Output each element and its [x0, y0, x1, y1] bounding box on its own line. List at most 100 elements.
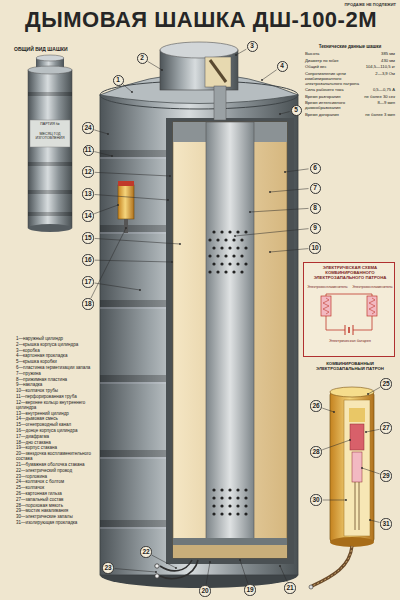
legend-item: 16—донце корпуса цилиндра — [16, 428, 96, 433]
legend-item: 26—картонная гильза — [16, 491, 96, 496]
table-cell: не более 30 сек — [361, 94, 395, 99]
leader-dot — [361, 467, 363, 469]
table-heading: Технические данные шашки — [305, 44, 395, 49]
leader-dot — [333, 411, 335, 413]
leader-dot — [365, 431, 367, 433]
leader-dot — [235, 54, 237, 56]
leader-dot — [279, 113, 281, 115]
table-cell: Сила рабочего тока — [305, 87, 360, 92]
legend-item: 29—мостик накаливания — [16, 508, 96, 513]
leader-dot — [175, 567, 177, 569]
callout-circle: 4 — [277, 61, 288, 72]
legend-item: 19—корпус стакана — [16, 445, 96, 450]
leader-line — [95, 194, 168, 200]
callout-circle: 20 — [199, 585, 210, 596]
legend-item: 24—колпачок с болтом — [16, 479, 96, 484]
table-cell: не более 3 мин — [361, 112, 395, 117]
restriction-note: ПРОДАЖЕ НЕ ПОДЛЕЖИТ — [318, 2, 396, 7]
leader-line — [285, 169, 309, 172]
callout-number: 15 — [84, 235, 91, 242]
leader-line — [322, 440, 350, 450]
leader-line — [366, 429, 380, 432]
leader-dot — [155, 571, 157, 573]
leader-line — [236, 49, 246, 55]
table-cell: Время разгорания — [305, 94, 360, 99]
component-label: Электрическая батарея — [306, 339, 394, 343]
leader-line — [270, 189, 309, 192]
legend-item: 10—колпачок трубы — [16, 388, 96, 393]
callout-number: 3 — [250, 43, 254, 50]
legend-item: 12—верхнее кольцо внутреннего цилиндра — [16, 400, 96, 410]
leader-line — [322, 408, 334, 412]
leader-dot — [167, 199, 169, 201]
table-cell: 8—9 мин — [361, 100, 395, 105]
callout-number: 9 — [313, 225, 317, 232]
poster-title: ДЫМОВАЯ ШАШКА ДШ-100-2М — [25, 7, 365, 33]
callout-number: 22 — [142, 549, 149, 556]
cartridge-inset — [309, 387, 374, 589]
callout-circle: 26 — [310, 400, 321, 411]
schematic-panel: ЭЛЕКТРИЧЕСКАЯ СХЕМА КОМБИНИРОВАННОГО ЭЛЕ… — [303, 262, 395, 357]
leader-line — [362, 468, 380, 474]
callout-circle: 11 — [83, 145, 94, 156]
legend-item: 20—звездочка воспламенительного состава — [16, 451, 96, 461]
callout-number: 19 — [246, 587, 253, 594]
leader-line — [94, 205, 118, 214]
table-cell: 385 мм — [361, 51, 395, 56]
table-cell: Высота — [305, 51, 360, 56]
leader-dot — [345, 499, 347, 501]
leader-dot — [279, 565, 281, 567]
callout-number: 24 — [84, 125, 91, 132]
callout-number: 31 — [382, 521, 389, 528]
callout-circle: 17 — [82, 276, 93, 287]
callout-number: 28 — [312, 449, 319, 456]
leader-line — [270, 249, 308, 252]
electric-schematic — [303, 262, 395, 357]
table-cell: 2—3,9 Ом — [361, 71, 395, 76]
callout-number: 6 — [313, 165, 317, 172]
callout-circle: 1 — [113, 75, 124, 86]
callout-circle: 2 — [137, 53, 148, 64]
callout-number: 20 — [201, 588, 208, 595]
callout-circle: 29 — [380, 470, 391, 481]
schematic-title: ЭЛЕКТРИЧЕСКАЯ СХЕМА КОМБИНИРОВАННОГО ЭЛЕ… — [306, 265, 394, 280]
callout-number: 5 — [294, 107, 298, 114]
callout-number: 21 — [286, 585, 293, 592]
callout-number: 18 — [84, 301, 91, 308]
leader-line — [280, 112, 290, 114]
component-label: Электровоспламенитель — [305, 285, 350, 289]
leader-line — [95, 260, 172, 262]
legend-item: 11—перфорированная труба — [16, 394, 96, 399]
smoke-pot-cutaway — [100, 42, 298, 588]
leader-line — [91, 228, 126, 298]
table-cell: Общий вес — [305, 64, 360, 69]
general-view-canister — [28, 55, 72, 232]
leader-dot — [234, 235, 236, 237]
leader-dot — [367, 393, 369, 395]
callout-number: 14 — [84, 213, 91, 220]
view-caption: ОБЩИЙ ВИД ШАШКИ — [14, 46, 88, 52]
legend-item: 30—электрические запалы — [16, 514, 96, 519]
callout-number: 25 — [382, 381, 389, 388]
legend-item: 5—крышка коробки — [16, 359, 96, 364]
legend-item: 8—прижимная пластина — [16, 377, 96, 382]
callout-circle: 19 — [244, 584, 255, 595]
table-cell: 104,5—110,5 кг — [361, 64, 395, 69]
callout-circle: 13 — [82, 188, 93, 199]
callout-number: 16 — [84, 257, 91, 264]
leader-line — [235, 229, 309, 236]
leader-line — [115, 569, 156, 572]
legend-item: 13—внутренний цилиндр — [16, 411, 96, 416]
leader-line — [152, 555, 176, 568]
callout-number: 10 — [311, 245, 318, 252]
table-cell: 0,5—0,75 А — [361, 87, 395, 92]
leader-dot — [161, 69, 163, 71]
leader-dot — [369, 519, 371, 521]
callout-number: 8 — [313, 205, 317, 212]
callout-circle: 5 — [291, 105, 302, 116]
legend-item: 22—электрический провод — [16, 468, 96, 473]
leader-line — [370, 520, 380, 522]
leader-line — [250, 208, 309, 212]
leader-dot — [239, 559, 241, 561]
callout-circle: 3 — [247, 41, 258, 52]
